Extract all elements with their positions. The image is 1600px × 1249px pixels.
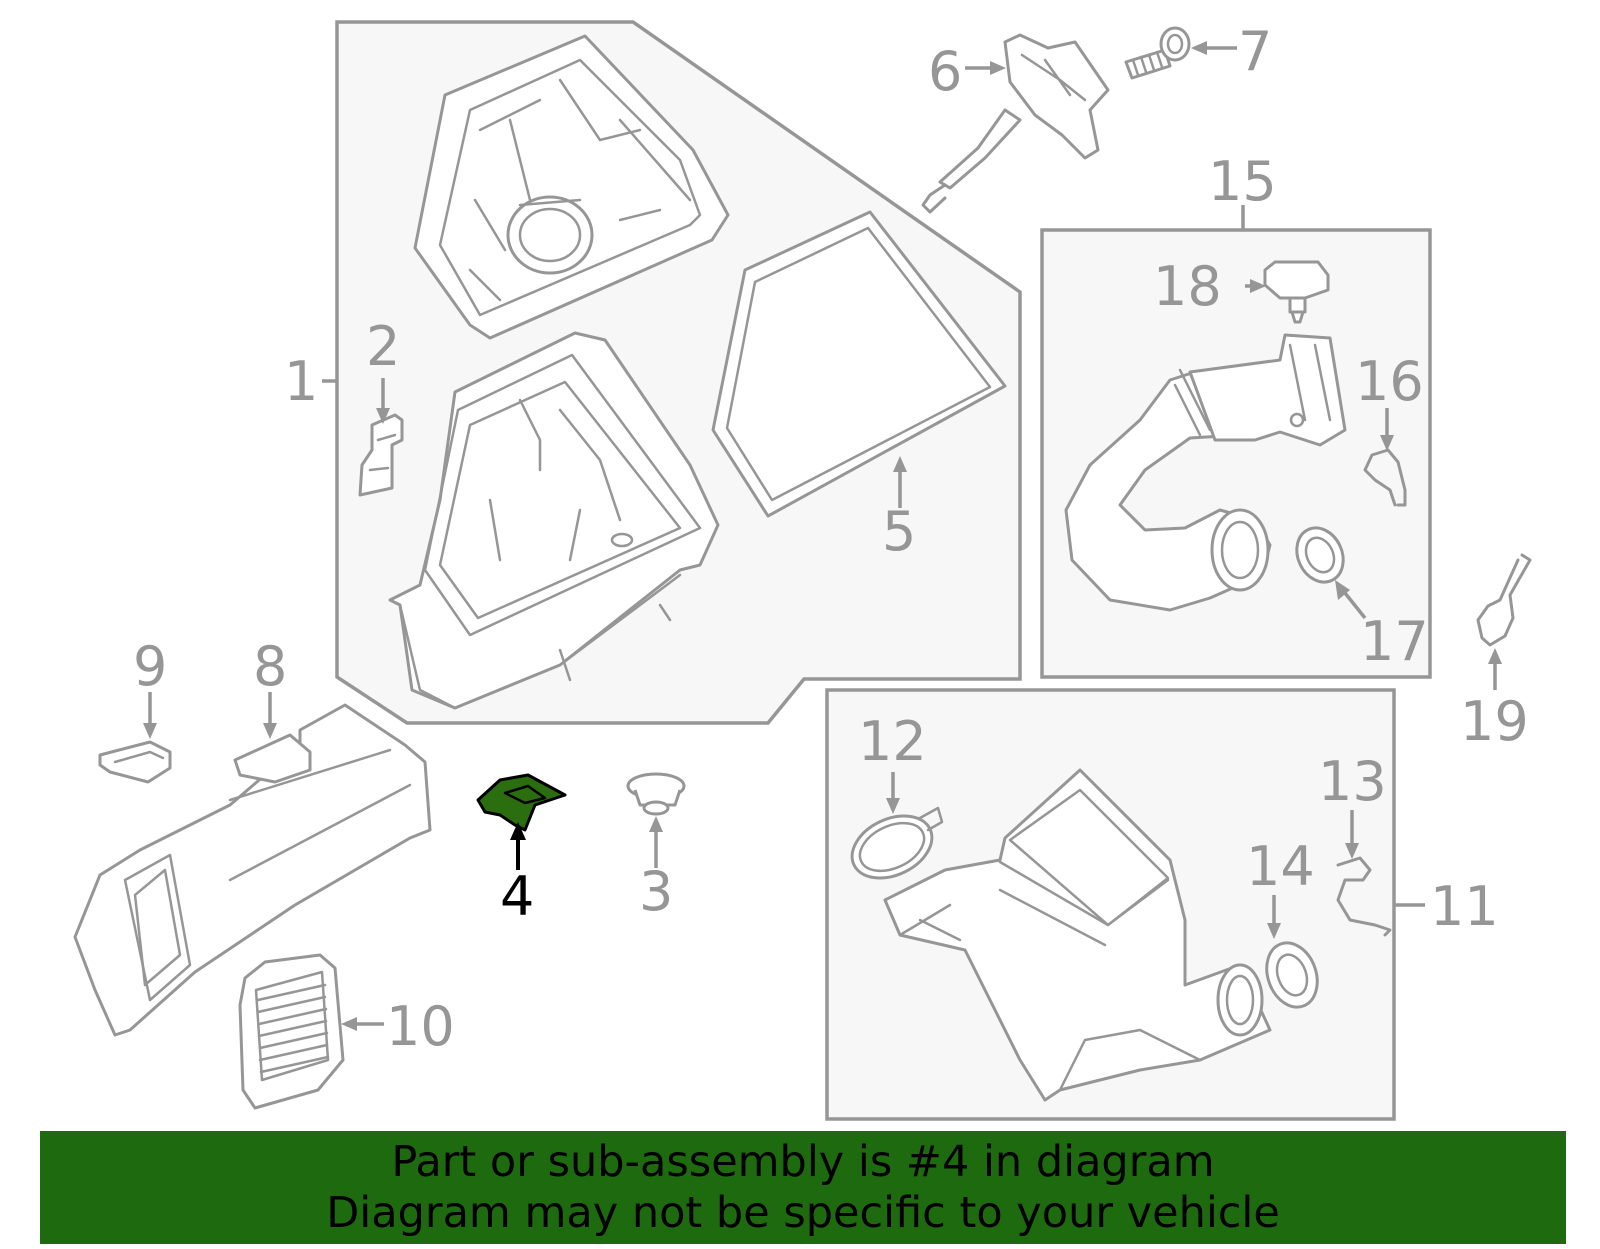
callout-13: 13 <box>1318 750 1387 813</box>
air-cleaner-upper-cover <box>413 34 730 340</box>
callout-9: 9 <box>133 635 167 698</box>
bolt <box>1124 26 1191 80</box>
callout-18: 18 <box>1153 255 1222 318</box>
air-intake-duct <box>73 703 432 1037</box>
callout-5: 5 <box>882 500 916 563</box>
air-filter-element <box>711 210 1007 518</box>
intake-hose <box>1064 333 1347 612</box>
banner-line-2: Diagram may not be specific to your vehi… <box>326 1187 1280 1238</box>
callout-14: 14 <box>1246 835 1315 898</box>
resonator <box>883 768 1272 1102</box>
callout-10: 10 <box>386 995 455 1058</box>
info-banner: Part or sub-assembly is #4 in diagram Di… <box>40 1131 1566 1244</box>
callout-2: 2 <box>366 315 400 378</box>
temperature-sensor <box>1263 260 1330 324</box>
bracket-clip <box>358 413 404 497</box>
callout-16: 16 <box>1355 350 1424 413</box>
callout-12: 12 <box>858 710 927 773</box>
callout-17: 17 <box>1360 610 1429 673</box>
callout-11: 11 <box>1430 875 1499 938</box>
intake-grille <box>238 953 345 1110</box>
callout-6: 6 <box>928 40 962 103</box>
callout-15: 15 <box>1208 150 1277 213</box>
callout-8: 8 <box>253 635 287 698</box>
callout-7: 7 <box>1238 20 1272 83</box>
sensor-19 <box>1476 553 1532 647</box>
callout-1: 1 <box>284 350 318 413</box>
highlighted-part-4-bracket <box>476 773 567 832</box>
o-ring-14 <box>1265 941 1319 1009</box>
callout-4: 4 <box>500 865 534 928</box>
leader-lines <box>143 41 1502 1031</box>
hose-clip-16 <box>1363 448 1407 507</box>
insert-9 <box>98 740 172 784</box>
callout-19: 19 <box>1460 690 1529 753</box>
grommet <box>626 772 686 816</box>
banner-line-1: Part or sub-assembly is #4 in diagram <box>391 1136 1215 1187</box>
clamp-12 <box>850 806 944 880</box>
air-cleaner-lower-housing <box>388 331 720 710</box>
mass-air-flow-sensor <box>921 33 1110 214</box>
o-ring-17 <box>1295 526 1345 584</box>
hose-clip-13 <box>1336 856 1392 937</box>
callout-3: 3 <box>639 860 673 923</box>
